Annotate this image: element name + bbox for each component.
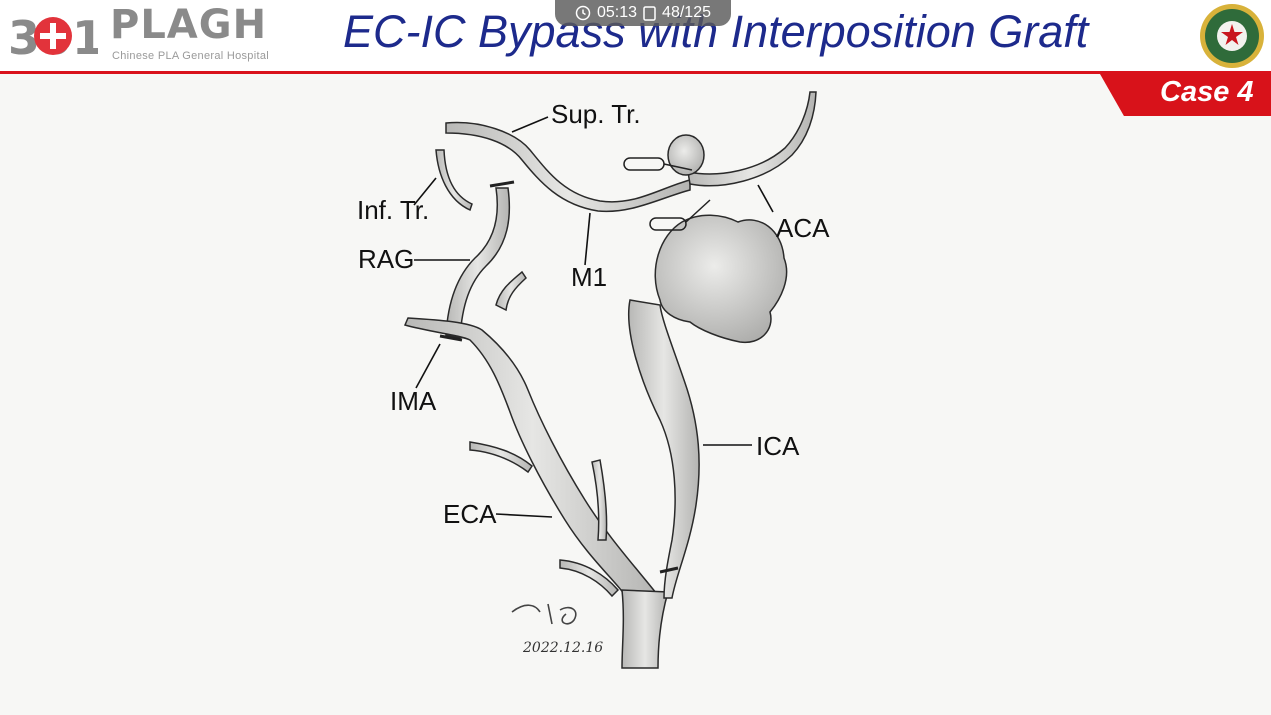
military-emblem-icon	[1200, 4, 1264, 68]
case-tag-banner	[1100, 74, 1271, 116]
hospital-logo-icon: 301	[8, 11, 98, 62]
slide-page-icon	[643, 5, 656, 21]
label-inf-tr: Inf. Tr.	[357, 195, 429, 225]
label-eca: ECA	[443, 499, 497, 529]
logo-name: PLAGH	[110, 2, 268, 48]
vessel-paths	[403, 91, 817, 669]
label-sup-tr: Sup. Tr.	[551, 99, 641, 129]
header-divider	[0, 71, 1271, 74]
label-ima: IMA	[390, 386, 437, 416]
signature-date: 2022.12.16	[522, 640, 603, 656]
player-status-bar[interactable]: 05:13 48/125	[555, 0, 731, 26]
clock-icon	[575, 5, 591, 21]
label-m1: M1	[571, 262, 607, 292]
case-label: Case 4	[1160, 76, 1254, 108]
logo-subtitle: Chinese PLA General Hospital	[112, 50, 269, 62]
aneurysm	[654, 134, 788, 344]
label-aca: ACA	[776, 213, 830, 243]
elapsed-time: 05:13	[597, 4, 638, 21]
clips	[439, 157, 711, 574]
label-ica: ICA	[756, 431, 800, 461]
slide-counter: 48/125	[662, 4, 711, 21]
artist-signature: 2022.12.16	[511, 603, 603, 656]
bypass-diagram: Sup. Tr. Inf. Tr. RAG M1 ACA IMA ICA ECA…	[357, 91, 830, 669]
leader-lines	[413, 116, 774, 518]
label-rag: RAG	[358, 244, 414, 274]
